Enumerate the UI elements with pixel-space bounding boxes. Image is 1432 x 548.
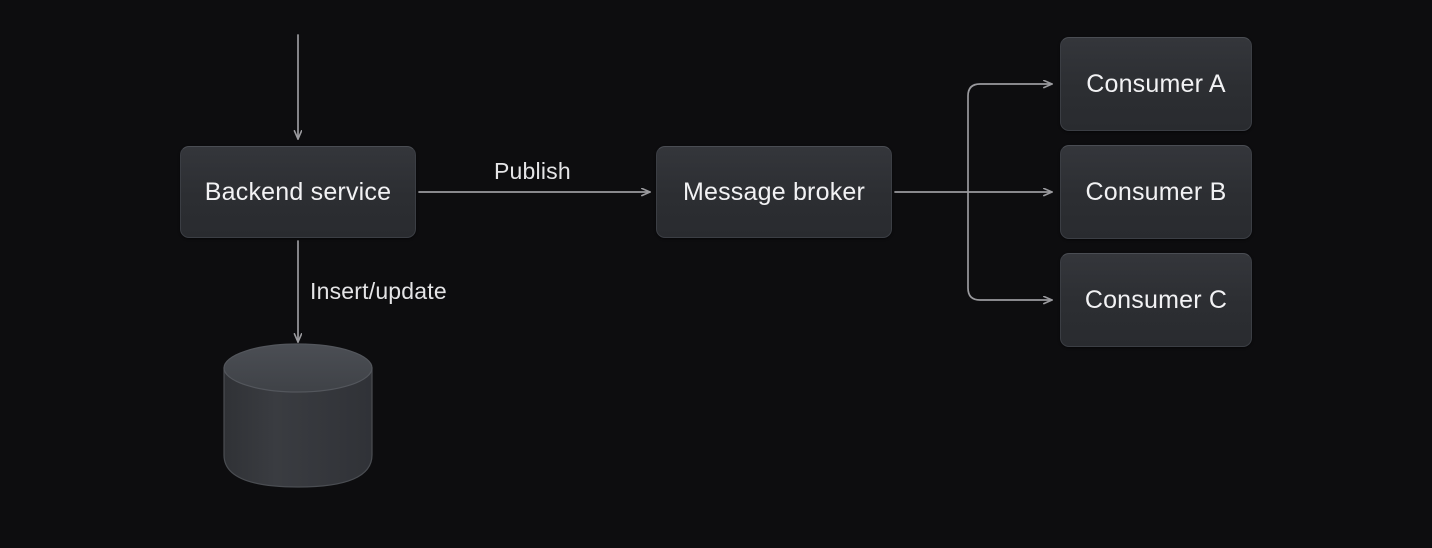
node-backend-service[interactable]: Backend service: [180, 146, 416, 238]
edge-junction-to-consumer-a: [967, 84, 1053, 193]
node-backend-service-label: Backend service: [204, 177, 392, 206]
node-consumer-b[interactable]: Consumer B: [1060, 145, 1252, 239]
node-consumer-c-label: Consumer C: [1084, 285, 1228, 314]
node-message-broker[interactable]: Message broker: [656, 146, 892, 238]
node-consumer-a-label: Consumer A: [1086, 69, 1226, 98]
edge-label-publish: Publish: [494, 158, 571, 184]
node-consumer-b-label: Consumer B: [1085, 177, 1227, 206]
edge-label-insert-update: Insert/update: [310, 278, 447, 304]
database-cylinder: [223, 343, 373, 488]
node-consumer-a[interactable]: Consumer A: [1060, 37, 1252, 131]
node-message-broker-label: Message broker: [682, 177, 866, 206]
node-consumer-c[interactable]: Consumer C: [1060, 253, 1252, 347]
edge-junction-to-consumer-c: [967, 191, 1053, 300]
